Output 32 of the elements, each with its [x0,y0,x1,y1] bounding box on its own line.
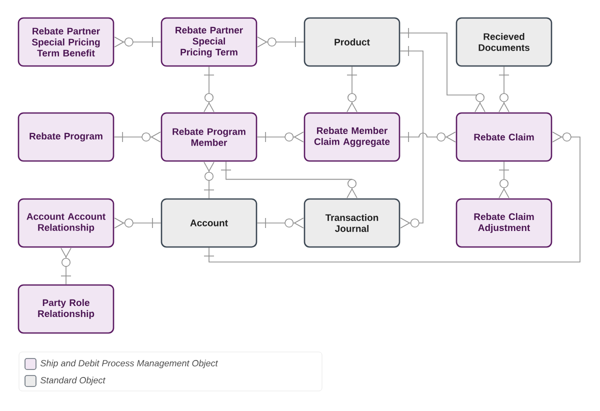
legend-text: Ship and Debit Process Management Object [40,360,218,368]
entity-box: Rebate Member Claim Aggregate [304,112,400,162]
relationship-line [114,218,161,228]
entity-box: Party Role Relationship [18,284,114,334]
entity-box: Rebate Claim Adjustment [456,198,552,248]
relationship-line [60,248,72,284]
entity-box: Rebate Program Member [160,112,258,162]
entity-box: Account [160,198,258,248]
relationship-line [498,162,510,198]
entity-box: Rebate Partner Special Pricing Term Benefit [18,17,114,67]
entity-box: Transaction Journal [304,198,400,248]
relationship-line [204,132,580,262]
relationship-line [498,66,510,112]
entity-box: Account Account Relationship [18,198,114,248]
relationship-line [346,66,358,112]
relationship-line [114,132,161,142]
entity-box: Recieved Documents [456,17,552,67]
entity-box: Product [304,17,400,67]
relationship-line [400,28,486,112]
legend-text: Standard Object [40,376,106,386]
entity-box: Rebate Program [18,112,114,162]
relationship-line [114,36,161,48]
relationship-line [257,218,304,228]
relationship-line [257,132,304,142]
relationship-line [204,162,214,198]
relationship-line [220,162,358,198]
relationship-line [400,46,424,228]
relationship-line [204,66,214,112]
relationship-line [257,36,304,48]
entity-box: Rebate Partner Special Pricing Term [160,17,258,67]
entity-box: Rebate Claim [456,112,552,162]
relationship-line [400,132,456,142]
